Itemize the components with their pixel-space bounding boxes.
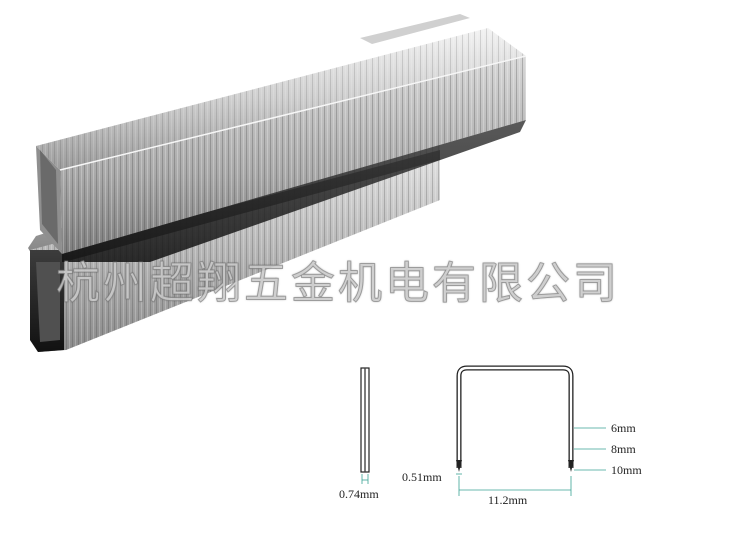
leg-length-label-6: 6mm [611,421,636,435]
staple-strip-upper [36,14,527,262]
crown-width-label: 11.2mm [488,493,528,507]
dimension-diagram [360,365,606,496]
wire-thickness-label: 0.51mm [402,470,442,484]
side-view-staple [360,367,370,484]
company-watermark: 杭州超翔五金机电有限公司 [56,258,620,310]
side-thickness-label: 0.74mm [339,487,379,501]
front-view-staple [456,365,606,496]
leg-length-label-8: 8mm [611,442,636,456]
leg-length-label-10: 10mm [611,463,642,477]
